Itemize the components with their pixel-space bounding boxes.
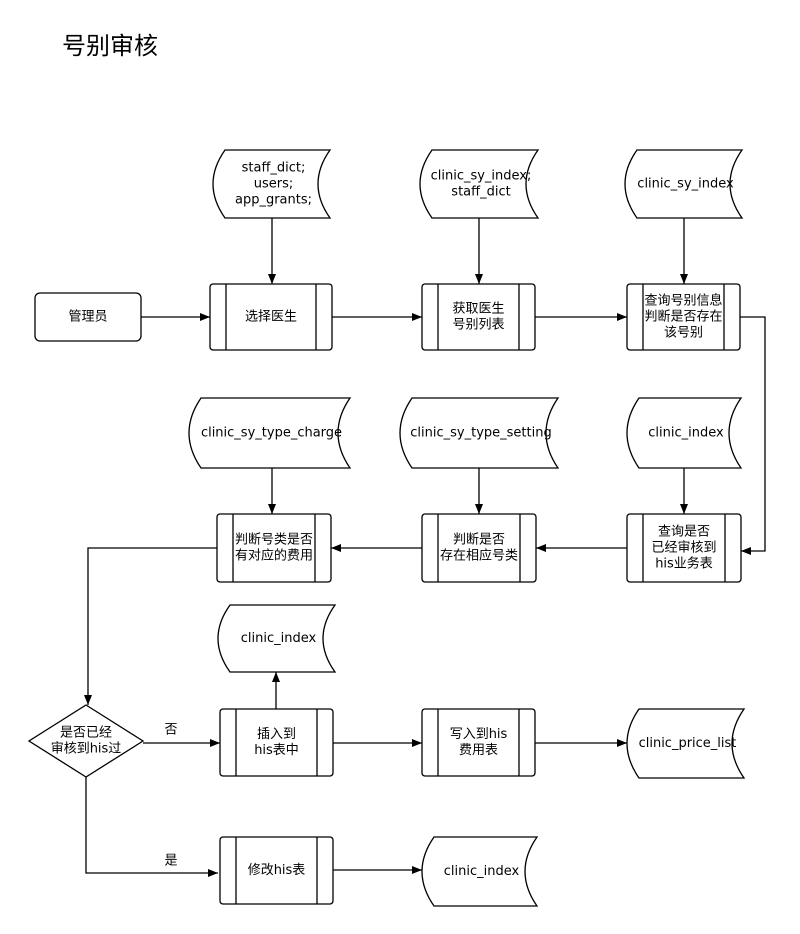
staff-store-shape xyxy=(212,149,332,219)
edge-indextop-to-query xyxy=(680,218,688,284)
query-info-process-shape xyxy=(626,283,741,351)
shape-label-line: his业务表 xyxy=(655,556,713,572)
clinic-staff-store-shape xyxy=(419,149,540,219)
select-doctor-process: 选择医生 xyxy=(209,283,333,351)
shape-label-line: 审核到his过 xyxy=(51,742,122,757)
edge-staff-to-select xyxy=(268,218,276,284)
insert-his-process-shape xyxy=(219,708,334,777)
admin-node-shape xyxy=(34,292,142,342)
shape-label-line: clinic_index xyxy=(648,426,724,441)
index-insert-store-shape xyxy=(217,604,337,673)
shape-label-line: 选择医生 xyxy=(245,310,297,325)
shape-label-line: 查询号别信息 xyxy=(644,293,722,309)
audited-decision-shape xyxy=(27,704,145,778)
edge-audited-to-judgetype xyxy=(536,544,627,552)
edge-getlist-to-query xyxy=(535,313,627,321)
shape-label-line: clinic_sy_index xyxy=(637,177,734,192)
type-charge-store-shape xyxy=(188,397,352,469)
admin-node: 管理员 xyxy=(34,292,142,342)
edge-clinicstaff-to-getlist xyxy=(475,218,483,284)
shape-label-line: clinic_sy_type_charge xyxy=(201,426,342,441)
index-bottom-store: clinic_index xyxy=(421,836,539,907)
modify-his-process: 修改his表 xyxy=(219,836,334,905)
edge-insert-to-writefee xyxy=(333,739,422,747)
edge-typesetting-to-judgetype xyxy=(475,468,483,514)
shape-label-line: app_grants; xyxy=(235,193,312,208)
shape-label-line: 管理员 xyxy=(68,310,107,325)
shape-label-line: 判断号类是否 xyxy=(235,533,313,548)
index-bottom-store-shape xyxy=(421,836,539,907)
edge-insert-to-indexinsert xyxy=(272,672,280,709)
edge-admin-to-select xyxy=(141,313,210,321)
shape-label-line: 查询是否 xyxy=(658,525,710,540)
shape-label-line: staff_dict; xyxy=(242,161,306,176)
shape-label-line: 有对应的费用 xyxy=(235,548,313,564)
shape-label-line: clinic_price_list xyxy=(639,736,737,751)
edges xyxy=(84,218,766,877)
modify-his-process-shape xyxy=(219,836,334,905)
edge-indexmid-to-audited xyxy=(680,468,688,514)
edge-modify-to-indexbottom xyxy=(333,866,422,874)
shape-label-line: 号别列表 xyxy=(452,318,504,333)
staff-store: staff_dict;users;app_grants; xyxy=(212,149,332,219)
query-audited-process-shape xyxy=(626,513,742,583)
shape-label-line: 已经审核到 xyxy=(651,541,716,556)
clinic-index-top-store-shape xyxy=(624,149,744,219)
shape-label-line: 该号别 xyxy=(664,326,703,341)
type-setting-store-shape xyxy=(399,397,560,469)
get-list-process-shape xyxy=(421,283,536,351)
shape-label-line: 修改his表 xyxy=(248,863,306,878)
shape-label-line: clinic_index xyxy=(241,631,317,646)
clinic-index-top-store: clinic_sy_index xyxy=(624,149,744,219)
diagram-title: 号别审核 xyxy=(62,32,158,60)
shape-label-line: 判断是否 xyxy=(453,533,505,548)
index-mid-store-shape xyxy=(626,397,743,469)
shape-label-line: 判断是否存在 xyxy=(644,310,722,325)
edge-writefee-to-pricelist xyxy=(535,739,627,747)
type-charge-store: clinic_sy_type_charge xyxy=(188,397,352,469)
type-setting-store: clinic_sy_type_setting xyxy=(399,397,560,469)
price-list-store: clinic_price_list xyxy=(626,708,746,779)
edge-label-no: 否 xyxy=(164,723,177,738)
index-mid-store: clinic_index xyxy=(626,397,743,469)
shape-label-line: 是否已经 xyxy=(60,726,112,741)
judge-fee-process-shape xyxy=(216,513,332,583)
shape-label-line: clinic_index xyxy=(444,864,520,879)
shape-label-line: clinic_sy_type_setting xyxy=(410,426,551,441)
shape-label-line: 存在相应号类 xyxy=(440,548,518,564)
edge-query-to-audited xyxy=(740,316,766,555)
edge-typecharge-to-judgefee xyxy=(268,468,276,514)
clinic-staff-store: clinic_sy_index;staff_dict xyxy=(419,149,540,219)
edge-judgefee-to-decision xyxy=(84,547,217,705)
shape-label-line: 获取医生 xyxy=(452,302,504,317)
edge-label-yes: 是 xyxy=(164,854,177,869)
edge-decision-no-to-insert xyxy=(143,739,220,747)
shape-label-line: staff_dict xyxy=(451,185,510,200)
shape-label-line: 费用表 xyxy=(459,743,498,758)
shape-label-line: 写入到his xyxy=(450,727,508,742)
edge-select-to-getlist xyxy=(332,313,422,321)
shape-label-line: 插入到 xyxy=(257,727,296,742)
edge-judgetype-to-judgefee xyxy=(331,544,422,552)
index-insert-store: clinic_index xyxy=(217,604,337,673)
price-list-store-shape xyxy=(626,708,746,779)
shape-label-line: users; xyxy=(254,177,294,192)
shape-label-line: his表中 xyxy=(254,743,299,758)
edge-decision-yes-to-modify xyxy=(85,777,218,877)
write-fee-process-shape xyxy=(421,708,536,777)
judge-type-process-shape xyxy=(421,513,537,583)
select-doctor-process-shape xyxy=(209,283,333,351)
shape-label-line: clinic_sy_index; xyxy=(431,169,532,184)
